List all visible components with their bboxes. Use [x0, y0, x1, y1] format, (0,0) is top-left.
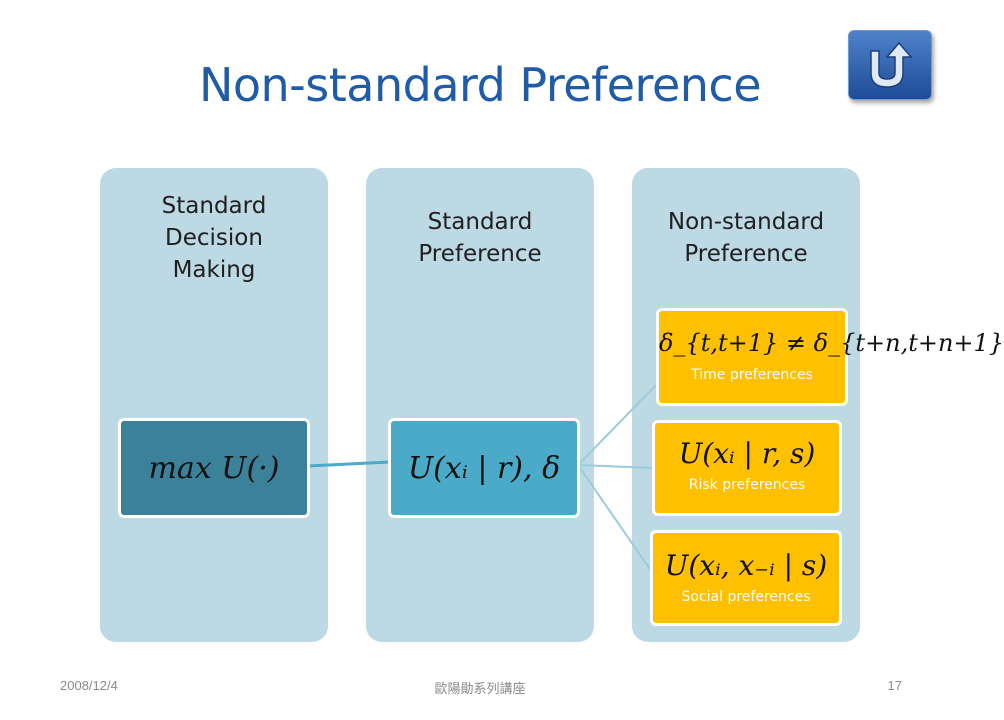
sub-item-label: Social preferences [681, 589, 811, 605]
node-max-utility: max U(·) [118, 418, 310, 518]
node-standard-utility: U(xᵢ | r), δ [388, 418, 580, 518]
sub-item-formula: U(xᵢ | r, s) [678, 437, 816, 470]
node-formula: U(xᵢ | r), δ [407, 450, 561, 486]
slide-title: Non-standard Preference [198, 58, 762, 112]
column-standard-preference: Standard Preference [366, 168, 594, 642]
sub-item-label: Time preferences [691, 367, 813, 383]
column-title: Standard Preference [418, 209, 542, 267]
sub-item-time-preferences: δ_{t,t+1} ≠ δ_{t+n,t+n+1} Time preferenc… [656, 308, 1004, 406]
home-button[interactable] [848, 30, 932, 100]
sub-item-label: Risk preferences [688, 477, 806, 493]
sub-item-risk-preferences: U(xᵢ | r, s) Risk preferences [652, 420, 842, 516]
column-title: Non-standard Preference [667, 209, 825, 267]
footer-page-number: 17 [887, 678, 902, 693]
sub-item-formula: U(xᵢ, x₋ᵢ | s) [664, 549, 828, 582]
footer-date: 2008/12/4 [60, 678, 118, 693]
column-standard-decision-making: Standard Decision Making [100, 168, 328, 642]
sub-item-social-preferences: U(xᵢ, x₋ᵢ | s) Social preferences [650, 530, 842, 626]
footer-center: 歐陽勛系列講座 [434, 681, 526, 696]
u-turn-arrow-icon [870, 41, 913, 88]
sub-item-formula: δ_{t,t+1} ≠ δ_{t+n,t+n+1} [659, 329, 1004, 357]
node-formula: max U(·) [148, 450, 280, 486]
column-title: Standard Decision Making [161, 193, 267, 283]
